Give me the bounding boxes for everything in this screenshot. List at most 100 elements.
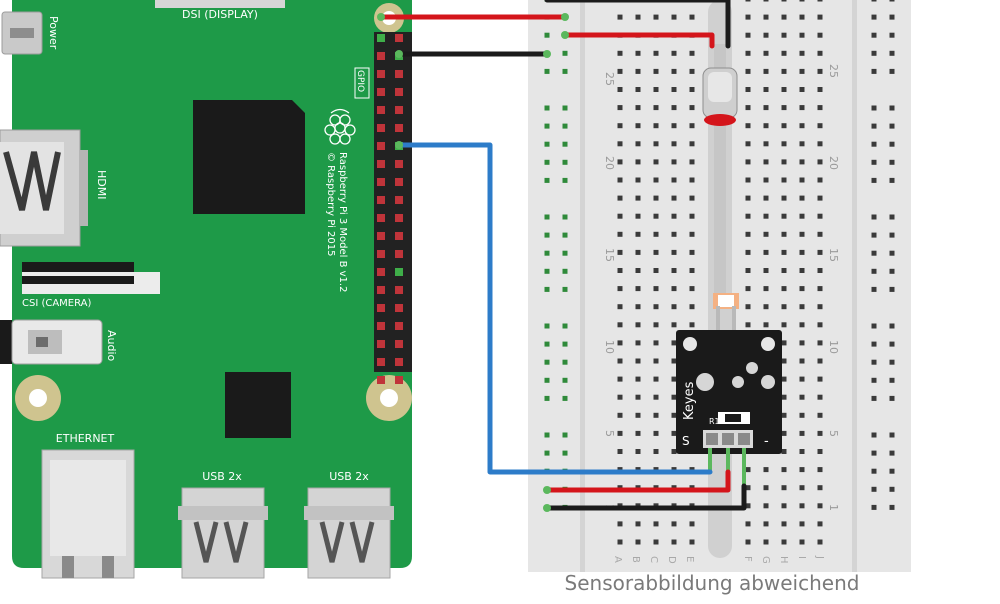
module-hole — [683, 337, 697, 351]
breadboard-hole — [889, 486, 895, 492]
breadboard-hole — [871, 268, 877, 274]
breadboard-hole — [781, 14, 787, 20]
breadboard-hole — [544, 432, 550, 438]
gpio-pin — [395, 322, 403, 330]
breadboard-hole — [544, 68, 550, 74]
breadboard-hole — [745, 105, 751, 111]
wire-led-vcc[interactable] — [562, 32, 715, 49]
breadboard-hole — [617, 340, 623, 346]
row-number: 20 — [827, 156, 840, 170]
gpio-pin — [395, 340, 403, 348]
breadboard-hole — [889, 0, 895, 2]
model-label: Raspberry Pi 3 Model B v1.2 — [337, 152, 348, 292]
breadboard-hole — [653, 213, 659, 219]
breadboard-hole — [781, 430, 787, 436]
wire-led-gnd[interactable] — [544, 0, 731, 49]
breadboard-hole — [745, 304, 751, 310]
breadboard-hole — [799, 68, 805, 74]
breadboard-hole — [653, 87, 659, 92]
breadboard-hole — [781, 32, 787, 38]
breadboard-hole — [745, 231, 751, 237]
breadboard-hole — [671, 195, 677, 201]
breadboard-hole — [617, 141, 623, 147]
breadboard-hole — [671, 376, 677, 382]
breadboard-hole — [653, 123, 659, 129]
module-pin-minus-label: - — [764, 434, 769, 449]
hdmi-glyph — [3, 151, 61, 211]
breadboard-hole — [653, 430, 659, 436]
breadboard-hole — [544, 232, 550, 238]
breadboard-hole — [653, 449, 659, 454]
breadboard-hole — [781, 50, 787, 56]
breadboard-hole — [763, 68, 769, 74]
gpio-pin — [395, 196, 403, 204]
breadboard-hole — [817, 195, 823, 201]
breadboard-hole — [871, 359, 877, 365]
breadboard-hole — [817, 177, 823, 183]
gpio-pin — [395, 70, 403, 78]
breadboard-hole — [617, 68, 623, 74]
breadboard-hole — [817, 376, 823, 382]
breadboard-hole — [635, 105, 641, 111]
breadboard-hole — [617, 376, 623, 382]
wire-end-marker — [543, 504, 551, 512]
breadboard-hole — [653, 14, 659, 20]
breadboard-hole — [635, 539, 641, 545]
breadboard-hole — [871, 377, 877, 383]
breadboard-hole — [745, 50, 751, 56]
breadboard-hole — [763, 141, 769, 147]
gpio-pin — [377, 250, 385, 258]
breadboard-hole — [671, 141, 677, 147]
gpio-pin — [395, 214, 403, 222]
breadboard-hole — [689, 249, 695, 255]
breadboard-hole — [671, 449, 677, 454]
gpio-pin — [377, 214, 385, 222]
breadboard-hole — [799, 376, 805, 382]
breadboard-hole — [635, 249, 641, 255]
breadboard-hole — [653, 340, 659, 346]
dsi-label: DSI (DISPLAY) — [182, 8, 258, 21]
breadboard-hole — [635, 123, 641, 129]
breadboard-hole — [653, 286, 659, 292]
breadboard-hole — [889, 395, 895, 401]
breadboard-hole — [671, 249, 677, 255]
breadboard-hole — [544, 214, 550, 220]
wire-module-vcc[interactable] — [544, 469, 731, 493]
wire-signal[interactable] — [396, 142, 713, 475]
gpio-pin — [377, 70, 385, 78]
breadboard-hole — [562, 50, 568, 56]
breadboard-hole — [671, 394, 677, 400]
breadboard-hole — [617, 249, 623, 255]
breadboard-hole — [653, 539, 659, 545]
breadboard-hole — [689, 195, 695, 201]
breadboard-hole — [544, 177, 550, 183]
row-number: 25 — [603, 72, 616, 86]
breadboard-hole — [635, 177, 641, 183]
breadboard-hole — [781, 449, 787, 454]
breadboard-hole — [689, 159, 695, 165]
breadboard-hole — [671, 123, 677, 129]
breadboard-hole — [635, 412, 641, 418]
breadboard-hole — [799, 412, 805, 418]
breadboard-hole — [671, 50, 677, 56]
row-number: 5 — [827, 430, 840, 437]
gpio-pin — [395, 34, 403, 42]
rail-divider-left — [580, 0, 585, 572]
breadboard-hole — [745, 503, 751, 509]
row-number: 15 — [827, 248, 840, 262]
breadboard-hole — [763, 503, 769, 509]
breadboard-hole — [799, 123, 805, 129]
gpio-pin — [377, 142, 385, 150]
power-port-slot — [10, 28, 34, 38]
breadboard-hole — [689, 14, 695, 20]
wire-end-marker — [395, 141, 403, 149]
breadboard-hole — [799, 105, 805, 111]
breadboard-hole — [617, 322, 623, 328]
breadboard-hole — [871, 486, 877, 492]
breadboard-hole — [562, 105, 568, 111]
breadboard-hole — [871, 177, 877, 183]
wire-module-gnd[interactable] — [544, 483, 747, 511]
breadboard-hole — [763, 231, 769, 237]
breadboard-hole — [763, 0, 769, 2]
